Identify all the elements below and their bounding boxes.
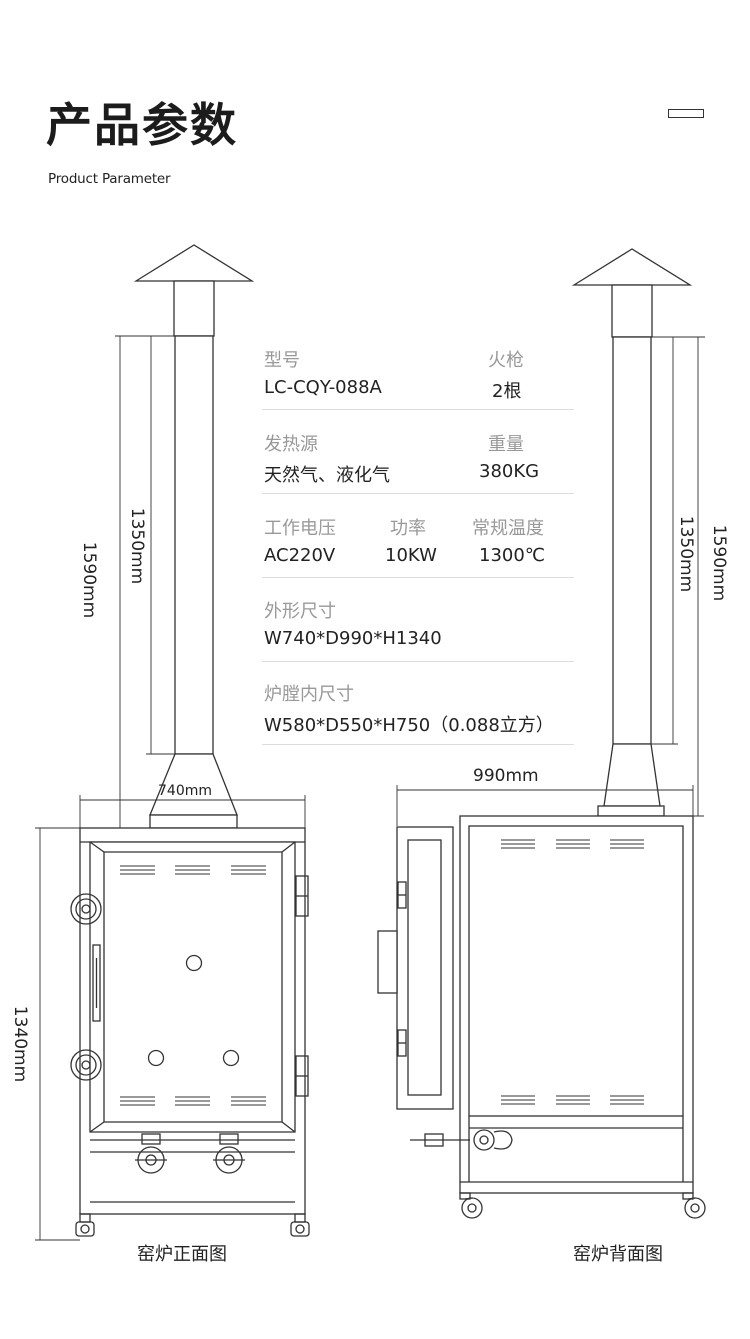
spec-divider (262, 577, 574, 578)
menu-icon[interactable] (668, 109, 704, 118)
chamber-size-value: W580*D550*H750（0.088立方） (264, 715, 554, 736)
voltage-value: AC220V (264, 545, 336, 566)
voltage-label: 工作电压 (264, 518, 336, 539)
spec-divider (262, 409, 574, 410)
burner-label: 火枪 (488, 350, 524, 371)
page-title: 产品参数 (46, 98, 238, 152)
temperature-value: 1300℃ (479, 545, 546, 566)
front-chimney-inner-dim: 1350mm (127, 507, 147, 585)
back-chimney (571, 248, 693, 817)
back-chimney-outer-dim: 1590mm (709, 524, 729, 602)
front-view-caption: 窑炉正面图 (137, 1244, 227, 1265)
weight-value: 380KG (479, 461, 540, 482)
back-dim-lines (396, 336, 705, 826)
front-body (70, 827, 310, 1237)
temperature-label: 常规温度 (472, 518, 544, 539)
front-chimney (133, 244, 255, 829)
spec-divider (262, 744, 574, 745)
weight-label: 重量 (488, 434, 524, 455)
outer-size-value: W740*D990*H1340 (264, 628, 442, 649)
model-label: 型号 (264, 350, 300, 371)
front-chimney-outer-dim: 1590mm (79, 541, 99, 619)
heat-source-label: 发热源 (264, 434, 318, 455)
back-depth-dim: 990mm (473, 766, 539, 786)
front-dim-lines (35, 335, 306, 1241)
model-value: LC-CQY-088A (264, 377, 382, 398)
back-view-caption: 窑炉背面图 (573, 1244, 663, 1265)
back-body (377, 815, 706, 1219)
power-label: 功率 (390, 518, 426, 539)
heat-source-value: 天然气、液化气 (264, 465, 390, 486)
burner-value: 2根 (492, 381, 522, 402)
back-chimney-inner-dim: 1350mm (676, 515, 696, 593)
spec-divider (262, 661, 574, 662)
front-width-dim: 740mm (158, 783, 212, 799)
outer-size-label: 外形尺寸 (264, 601, 336, 622)
page-subtitle: Product Parameter (48, 171, 171, 187)
power-value: 10KW (385, 545, 437, 566)
chamber-size-label: 炉膛内尺寸 (264, 684, 354, 705)
front-height-dim: 1340mm (10, 1005, 30, 1083)
spec-divider (262, 493, 574, 494)
